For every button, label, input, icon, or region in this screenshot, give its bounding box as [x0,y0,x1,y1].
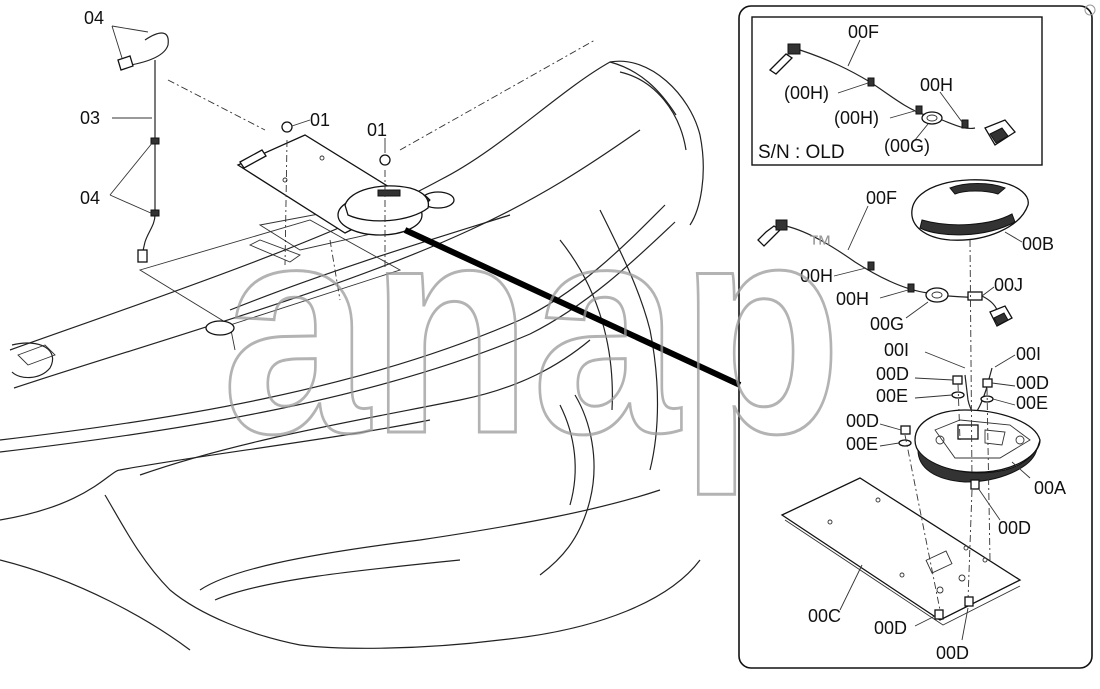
label-01-left: 01 [310,110,330,130]
label-01-right: 01 [367,120,387,140]
label-00D-upper-left: 00D [876,364,909,384]
old-label-00G: (00G) [884,136,930,156]
watermark-logo: anap [222,160,842,498]
label-00G: 00G [870,314,904,334]
old-label-00H-left: (00H) [784,83,829,103]
label-00D-mid-left: 00D [846,411,879,431]
label-00A: 00A [1034,478,1066,498]
label-00E-upper-left: 00E [876,386,908,406]
old-cable-drawing [768,43,1016,146]
label-00I-left: 00I [884,340,909,360]
antenna-cable-03 [117,32,169,263]
corner-mark [1084,4,1096,16]
label-00D-bottom-left: 00D [874,618,907,638]
old-label-00H-mid: (00H) [834,108,879,128]
antenna-base-00A [914,409,1041,483]
old-label-00H-right: 00H [920,75,953,95]
label-00H-upper: 00H [800,266,833,286]
label-04-bottom: 04 [80,188,100,208]
label-00C: 00C [808,606,841,626]
bracket-00C [780,477,1022,626]
label-00F: 00F [866,188,897,208]
screw-side [970,479,980,490]
watermark-trademark: ™ [808,231,832,258]
label-00I-right: 00I [1016,344,1041,364]
label-04-top: 04 [84,8,104,28]
detail-pointer-line [403,227,742,388]
label-03: 03 [80,108,100,128]
label-00D-upper-right: 00D [1016,373,1049,393]
antenna-cover-00B [911,179,1029,241]
label-00E-upper-right: 00E [1016,393,1048,413]
label-00B: 00B [1022,234,1054,254]
inset-old-version [751,16,1043,166]
hood-body [0,60,704,651]
label-00D-bottom-right: 00D [936,643,969,663]
label-00E-mid-left: 00E [846,434,878,454]
screw-bottom-left [934,609,944,620]
detail-panel [738,5,1093,669]
old-label-00F: 00F [848,22,879,42]
label-00D-side: 00D [998,518,1031,538]
label-00J: 00J [994,275,1023,295]
screw-bottom-right [964,596,974,607]
serial-note: S/N : OLD [758,142,845,163]
antenna-bracket-main [236,121,431,236]
label-00H-lower: 00H [836,289,869,309]
